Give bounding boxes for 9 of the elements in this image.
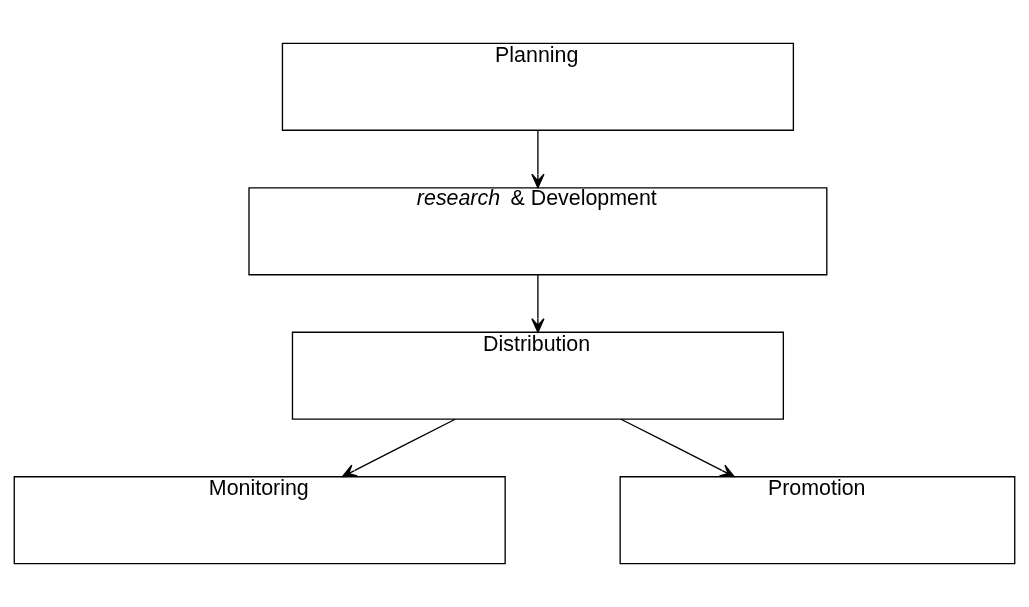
node-box: Distribution <box>291 331 784 420</box>
node-box: Planning <box>281 42 795 131</box>
node-box: Monitoring <box>13 476 506 565</box>
arrow <box>531 274 545 333</box>
arrow <box>531 129 545 189</box>
arrow <box>620 418 735 478</box>
node-box: Promotion <box>619 476 1016 565</box>
arrow <box>341 418 456 478</box>
node-box: research & Development <box>248 187 828 276</box>
